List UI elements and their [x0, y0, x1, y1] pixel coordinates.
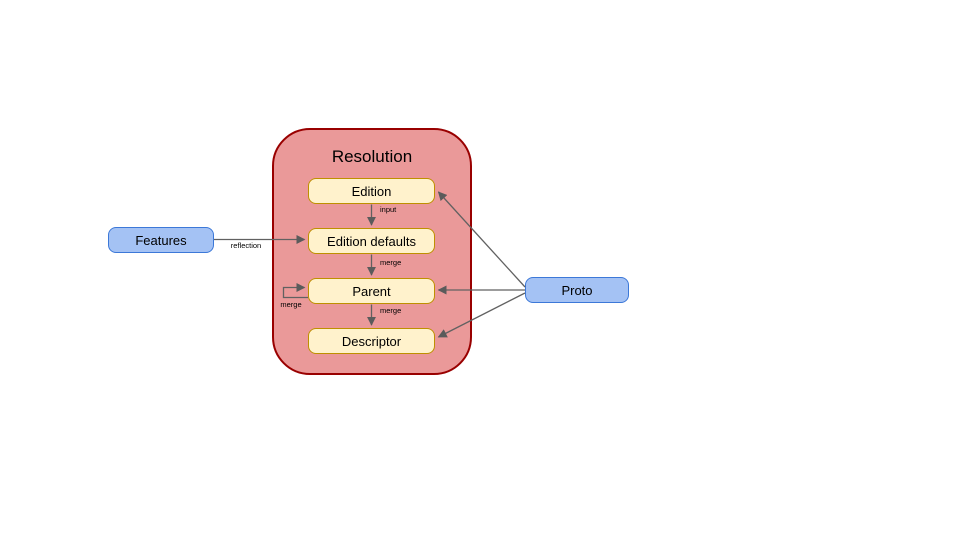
node-parent: Parent — [308, 278, 435, 304]
node-edition-defaults: Edition defaults — [308, 228, 435, 254]
node-proto: Proto — [525, 277, 629, 303]
node-proto-label: Proto — [561, 282, 593, 298]
edge-label-reflection: reflection — [230, 241, 262, 250]
edge-label-merge-parent: merge — [380, 306, 402, 315]
resolution-group-title: Resolution — [331, 147, 413, 166]
node-edition-label: Edition — [351, 183, 392, 199]
edge-label-input: input — [380, 205, 397, 214]
node-descriptor: Descriptor — [308, 328, 435, 354]
node-features: Features — [108, 227, 214, 253]
node-edition: Edition — [308, 178, 435, 204]
node-features-label: Features — [135, 232, 187, 248]
node-parent-label: Parent — [352, 283, 391, 299]
node-descriptor-label: Descriptor — [341, 333, 402, 349]
edge-label-merge-defaults: merge — [380, 258, 402, 267]
edge-label-merge-loop: merge — [280, 300, 302, 309]
node-edition-defaults-label: Edition defaults — [327, 233, 416, 249]
